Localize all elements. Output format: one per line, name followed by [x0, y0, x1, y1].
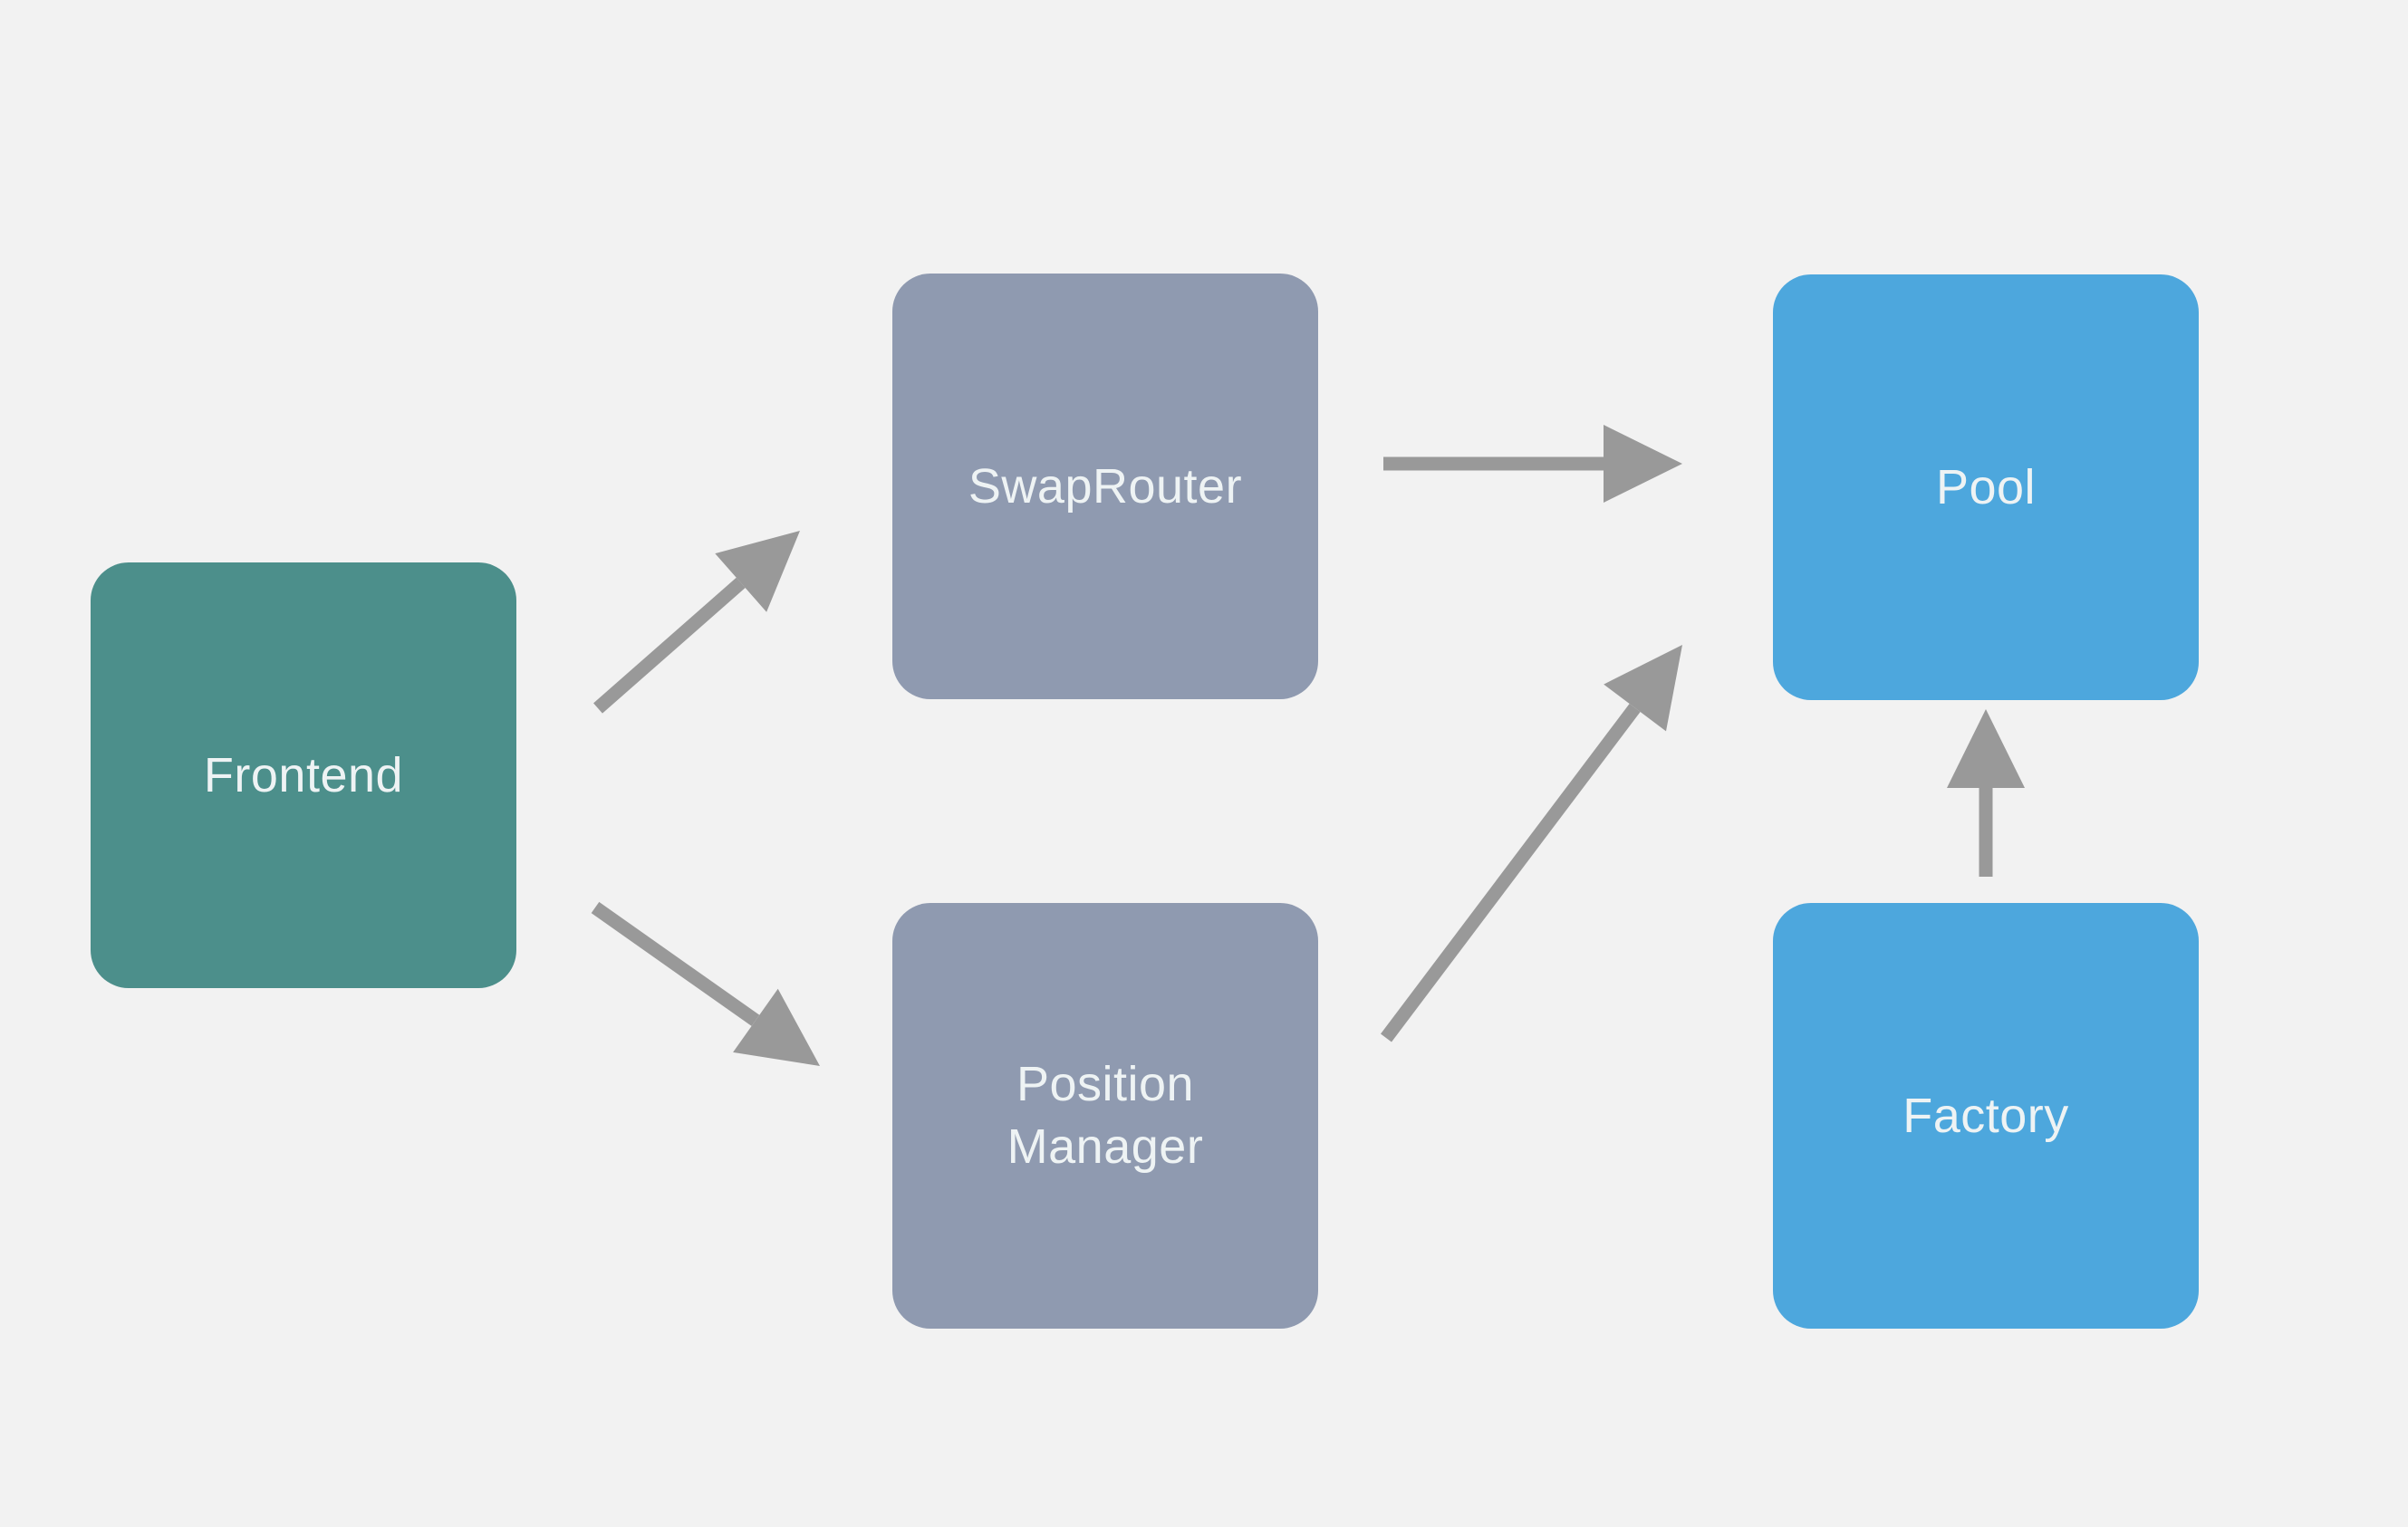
node-factory: Factory [1773, 903, 2199, 1329]
arrow-head [1604, 425, 1682, 503]
node-swaprouter-label: SwapRouter [968, 458, 1243, 514]
arrow-factory-to-pool [1947, 709, 2025, 877]
node-pool-label: Pool [1935, 459, 2037, 514]
node-position-manager: Position Manager [892, 903, 1318, 1329]
arrow-head [733, 988, 820, 1066]
arrow-line [593, 577, 746, 714]
arrow-head [1947, 709, 2025, 788]
arrow-position-manager-to-pool [1381, 645, 1682, 1042]
arrow-frontend-to-swaprouter [593, 531, 800, 714]
node-pool: Pool [1773, 274, 2199, 700]
arrow-head [715, 531, 800, 612]
node-position-manager-label: Position Manager [1007, 1057, 1204, 1174]
arrow-frontend-to-position-manager [591, 901, 820, 1066]
node-frontend-label: Frontend [203, 747, 404, 802]
arrow-swaprouter-to-pool [1383, 425, 1682, 503]
node-factory-label: Factory [1902, 1088, 2069, 1143]
arrow-head [1604, 645, 1682, 732]
node-frontend: Frontend [91, 562, 516, 988]
arrow-line [591, 901, 760, 1026]
arrow-line [1381, 703, 1641, 1042]
node-swaprouter: SwapRouter [892, 274, 1318, 699]
